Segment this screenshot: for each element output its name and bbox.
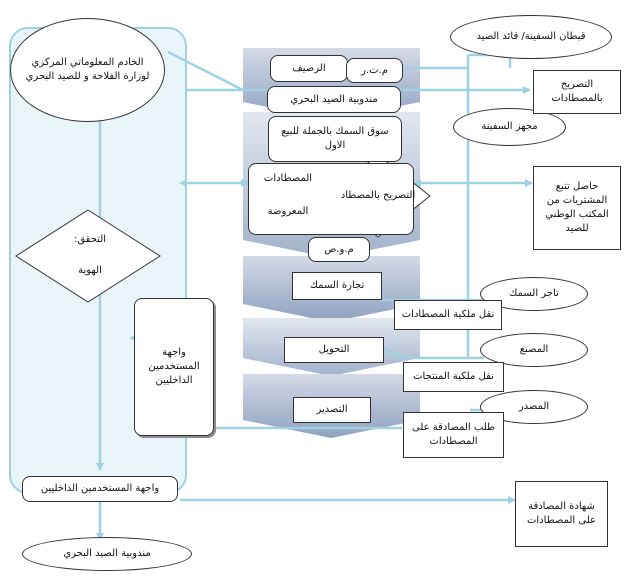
connector-server-delegation xyxy=(167,50,244,92)
internal-users-interface-bottom: واجهة المستخدمين الداخليين xyxy=(22,476,178,502)
catch-certificate-box: شهادة المصادقة على المصطادات xyxy=(515,481,608,547)
offered-catch-box xyxy=(248,163,414,235)
product-ownership-transfer-box: نقل ملكية المنتجات xyxy=(403,362,504,392)
catch-certification-request-box: طلب المصادقة على المصطادات xyxy=(403,412,504,458)
central-server-oval: الخادم المعلوماتي المركزي لوزارة الفلاحة… xyxy=(10,18,165,122)
quay-box: الرصيف xyxy=(270,55,348,82)
offered-catch-label-2: المعروضة xyxy=(267,206,309,217)
connector-processing-right xyxy=(383,346,403,360)
wholesale-market-box: سوق السمك بالجملة للبيع الاول xyxy=(268,116,402,162)
processing-box: التحويل xyxy=(284,337,384,363)
verification-label: التحقق: xyxy=(73,234,107,245)
captain-oval: قبطان السفينة/ قائد الصيد xyxy=(450,15,612,59)
catch-ownership-transfer-box: نقل ملكية المصطادات xyxy=(394,300,502,330)
vessel-equipment-oval: مجهز السفينة xyxy=(453,108,566,146)
fisheries-delegation-top-box: مندوبية الصيد البحري xyxy=(267,86,401,113)
export-box: التصدير xyxy=(293,397,371,423)
mcr-box: م.ت.ر xyxy=(346,58,403,83)
purchases-tracking-box: حاصل تتبع المشتريات من المكتب الوطني للص… xyxy=(533,166,621,250)
fisheries-delegation-bottom-oval: مندوبية الصيد البحري xyxy=(22,537,192,571)
catch-declaration-label: التصريح بالمصطاد xyxy=(340,190,416,201)
offered-catch-label-1: المصطادات xyxy=(263,173,313,184)
factory-oval: المصنع xyxy=(480,333,588,367)
mws-box: م.و.ص xyxy=(308,237,370,262)
internal-users-interface-panel: واجهة المستخدمين الداخليين xyxy=(134,298,214,436)
identity-label: الهوية xyxy=(78,265,102,276)
declaration-box: التصريح بالمصطادات xyxy=(533,70,621,114)
fish-trade-box: تجارة السمك xyxy=(292,272,382,300)
verification-diamond xyxy=(15,209,161,303)
